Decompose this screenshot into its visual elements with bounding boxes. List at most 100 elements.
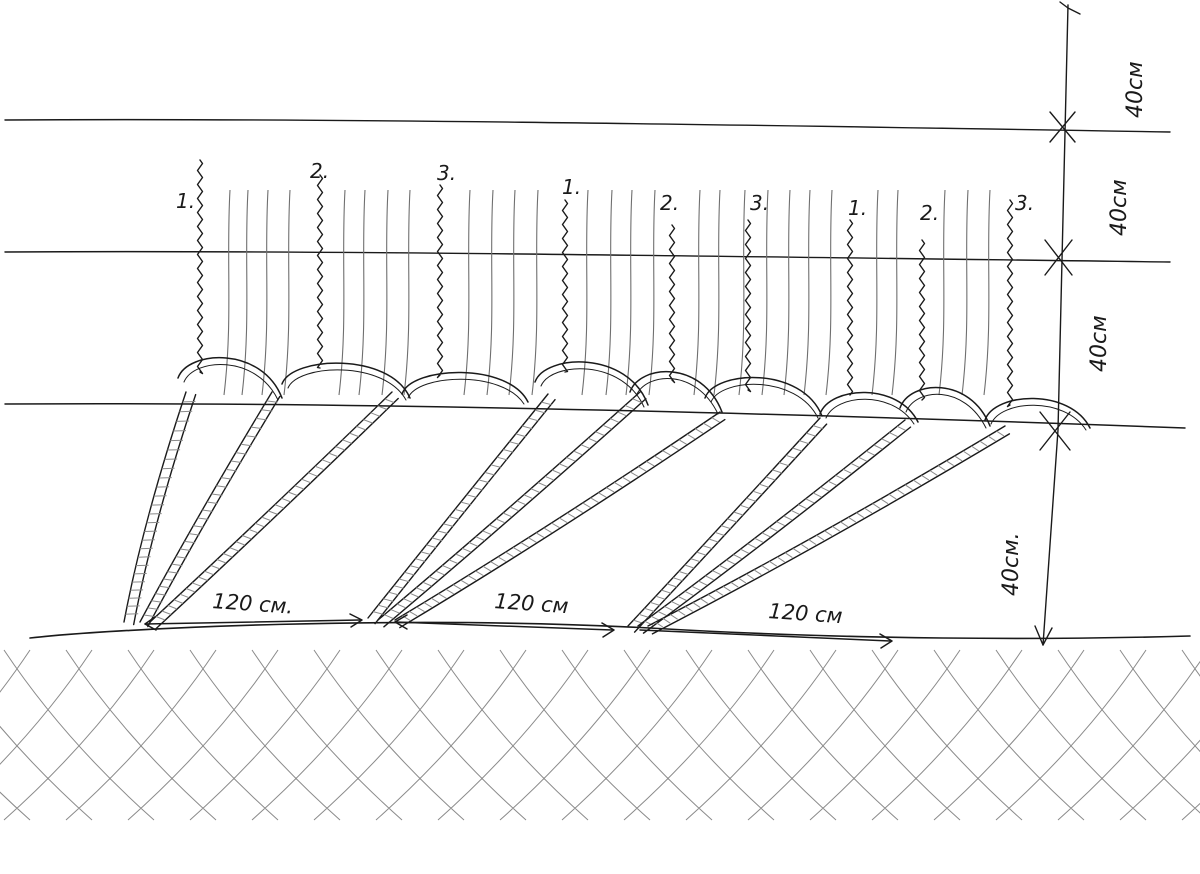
- trunk-hatching: [125, 401, 196, 615]
- cane-arch: [819, 391, 919, 423]
- trunk-hatching: [384, 398, 642, 619]
- cane-arch: [177, 356, 283, 399]
- thin-shoot: [961, 189, 969, 396]
- thin-shoot: [261, 189, 269, 396]
- thin-shoot: [871, 189, 879, 396]
- height-label: 40см: [1123, 61, 1148, 118]
- thin-shoot: [738, 189, 746, 396]
- row-label: 1.: [562, 175, 581, 199]
- height-dimension: [1034, 1, 1081, 646]
- trunk-hatching: [401, 417, 720, 621]
- thin-shoot: [358, 189, 366, 396]
- trunk-edge: [147, 395, 281, 628]
- trunk-edge: [139, 391, 273, 623]
- row-label: 2.: [310, 159, 329, 183]
- thin-shoot: [825, 189, 833, 396]
- thin-shoot: [625, 189, 633, 396]
- cane-arch: [629, 370, 723, 413]
- spacing-dimensions: [144, 613, 893, 649]
- cane-arch: [534, 361, 649, 406]
- thin-shoot: [283, 189, 291, 396]
- trunk-edge: [123, 391, 187, 623]
- numbered-shoot: [436, 184, 444, 379]
- cane-arch: [704, 376, 823, 417]
- row-number-labels: 1. 2. 3. 1. 2. 3. 1. 2. 3.: [176, 159, 1034, 225]
- trellis-wire-bottom: [4, 402, 1186, 429]
- thin-shoot: [693, 189, 701, 396]
- row-label: 3.: [1015, 191, 1034, 215]
- thin-shoot: [983, 189, 991, 396]
- thin-shoot: [713, 189, 721, 396]
- thin-shoot: [381, 189, 389, 396]
- slanted-trunks: [123, 391, 1011, 635]
- cane-arch: [281, 362, 411, 399]
- thin-shoot: [223, 189, 231, 396]
- height-label: 40см: [1107, 179, 1132, 236]
- spacing-label: 120 см.: [212, 589, 294, 619]
- row-label: 3.: [437, 161, 456, 185]
- cane-arch: [540, 368, 645, 408]
- thin-shoot: [761, 189, 769, 396]
- numbered-shoot: [918, 239, 926, 401]
- thin-shoot: [605, 189, 613, 396]
- row-label: 1.: [848, 196, 867, 220]
- cane-arch: [183, 364, 279, 401]
- trunk-edge: [367, 393, 549, 619]
- thin-shoot: [891, 189, 899, 396]
- row-label: 2.: [660, 191, 679, 215]
- cane-arch: [984, 397, 1091, 429]
- trunk-edge: [651, 433, 1011, 635]
- numbered-shoot: [316, 174, 324, 369]
- thin-shoot: [581, 189, 589, 396]
- numbered-shoot: [668, 224, 676, 384]
- cane-arch: [401, 371, 529, 403]
- height-label: 40см: [1087, 315, 1112, 372]
- trunk-edge: [132, 393, 197, 626]
- trunk-hatching: [372, 401, 552, 615]
- thin-shoot: [463, 189, 471, 396]
- thin-shoot: [938, 189, 946, 396]
- cane-arch: [905, 393, 987, 429]
- numbered-shoot: [744, 219, 752, 393]
- thin-shoot: [241, 189, 249, 396]
- cane-arch: [990, 404, 1087, 431]
- trunk-edge: [394, 411, 721, 621]
- trunk-hatching: [655, 430, 1005, 628]
- trunk-edge: [399, 418, 726, 629]
- spacing-label: 120 см: [494, 589, 570, 618]
- cane-arch: [710, 383, 819, 419]
- thin-shoot: [403, 189, 411, 396]
- thin-shoot: [783, 189, 791, 396]
- height-labels: 40см 40см 40см 40см.: [999, 61, 1148, 596]
- trunk-hatching: [143, 400, 278, 617]
- spacing-labels: 120 см. 120 см 120 см: [212, 589, 844, 628]
- cane-arch: [407, 378, 525, 405]
- trunk-edge: [637, 419, 906, 627]
- trunk-hatching: [155, 398, 395, 621]
- cane-arch: [635, 378, 719, 415]
- row-label: 3.: [750, 191, 769, 215]
- thin-shoot: [486, 189, 494, 396]
- trunk-edge: [647, 425, 1006, 627]
- cane-arch: [899, 386, 991, 427]
- cane-arch: [287, 369, 407, 401]
- numbered-shoots: [196, 159, 1014, 408]
- trunk-edge: [374, 398, 556, 625]
- thin-shoot: [508, 189, 516, 396]
- numbered-shoot: [1006, 199, 1014, 408]
- thin-shoot: [648, 189, 656, 396]
- trunk-edge: [149, 391, 393, 623]
- row-label: 1.: [176, 189, 195, 213]
- numbered-shoot: [846, 219, 854, 396]
- soil-hatch-lines: [0, 649, 1200, 821]
- thin-shoot: [803, 189, 811, 396]
- trunk-edge: [377, 391, 641, 621]
- numbered-shoot: [196, 159, 204, 375]
- spacing-label: 120 см: [768, 599, 844, 628]
- trunk-edge: [155, 397, 399, 630]
- trunk-hatching: [644, 425, 906, 626]
- soil-hatching: [0, 649, 1200, 821]
- thin-shoot: [338, 189, 346, 396]
- trellis-wire-middle: [4, 250, 1171, 263]
